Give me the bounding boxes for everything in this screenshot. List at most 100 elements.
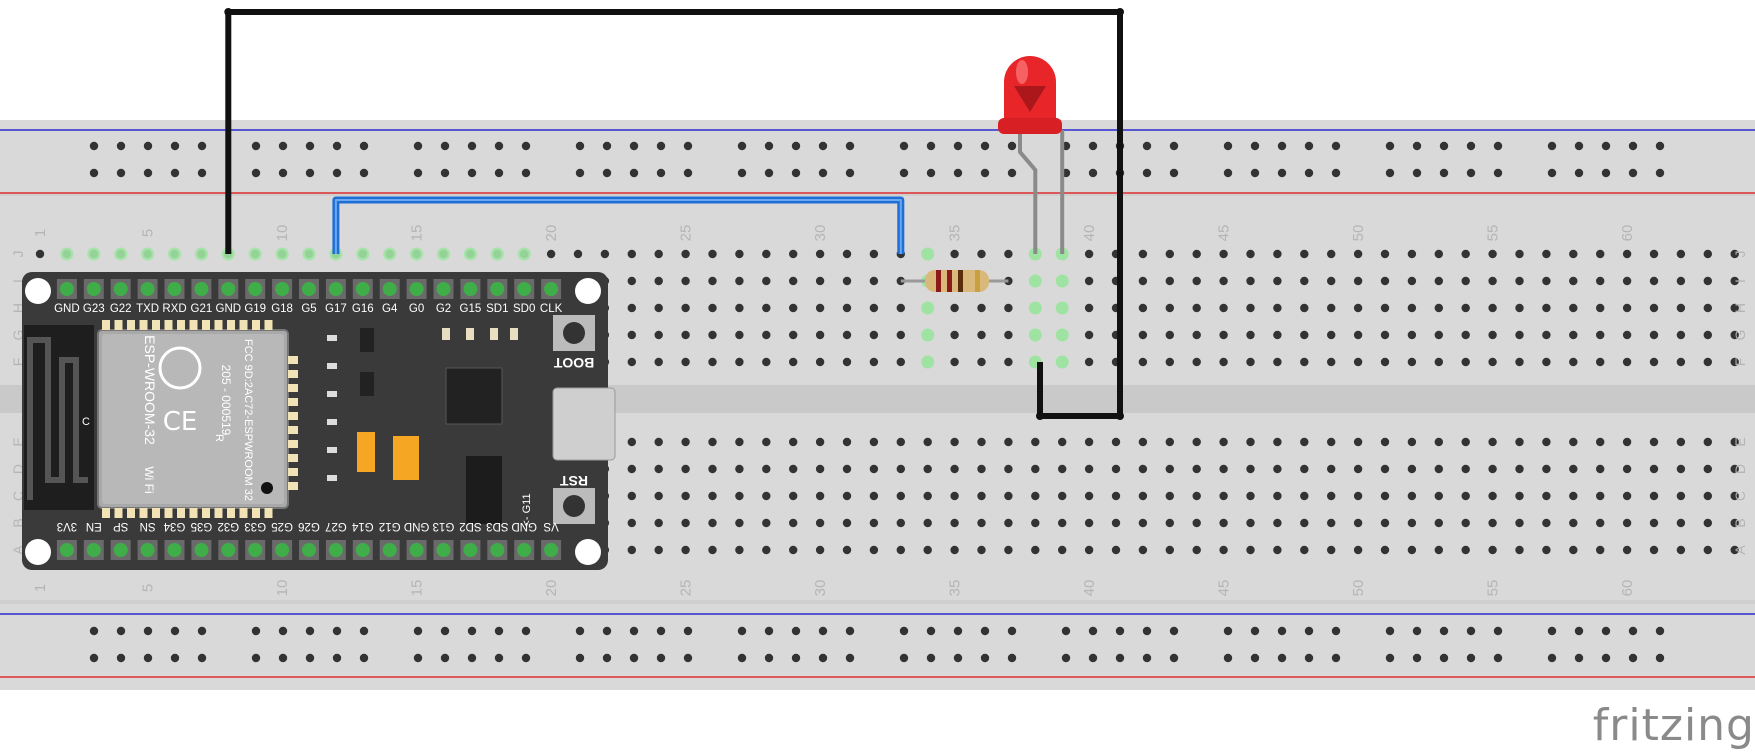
module-pad [288, 398, 298, 406]
connected-hole [1055, 301, 1069, 315]
column-number: 30 [812, 225, 829, 242]
rail-hole [1250, 653, 1260, 663]
breadboard-hole [1434, 437, 1444, 447]
connected-hole [302, 247, 316, 261]
rail-hole [89, 653, 99, 663]
rail-hole [845, 141, 855, 151]
pin-header [355, 543, 370, 557]
rail-hole [1439, 141, 1449, 151]
breadboard-hole [1138, 437, 1148, 447]
breadboard-hole [815, 249, 825, 259]
breadboard-hole [1111, 545, 1121, 555]
breadboard-hole [1058, 545, 1067, 555]
module-pad [164, 508, 173, 518]
rail-hole [1655, 653, 1665, 663]
row-letter: J [1732, 251, 1748, 258]
registered-mark: R [213, 434, 225, 442]
breadboard-hole [1569, 491, 1578, 501]
row-letter: C [1732, 491, 1748, 501]
breadboard-hole [1300, 330, 1309, 340]
rail-hole [494, 653, 504, 663]
module-pad [227, 320, 235, 330]
breadboard-hole [1165, 491, 1175, 501]
breadboard-hole [1703, 330, 1713, 340]
rail-hole [1304, 168, 1314, 178]
rail-hole [1493, 168, 1503, 178]
pin-label: G4 [382, 303, 398, 315]
breadboard-hole [1703, 276, 1713, 286]
rail-hole [1007, 626, 1017, 636]
breadboard-hole [896, 491, 905, 501]
breadboard-hole [977, 330, 986, 340]
breadboard-hole [1138, 303, 1148, 313]
ce-mark: CE [163, 407, 198, 437]
breadboard-hole [1407, 491, 1417, 501]
module-pad [164, 320, 173, 330]
breadboard-hole [1676, 518, 1686, 528]
breadboard-hole [1461, 303, 1470, 313]
breadboard-hole [1703, 437, 1713, 447]
rail-hole [1574, 653, 1584, 663]
row-letter: I [10, 279, 26, 283]
breadboard-hole [1596, 249, 1605, 259]
breadboard-hole [789, 330, 798, 340]
breadboard-hole [1031, 437, 1040, 447]
pin-label: CLK [540, 303, 563, 315]
smd-part [327, 447, 337, 453]
pin-header [86, 282, 101, 296]
breadboard-hole [896, 518, 905, 528]
breadboard-hole [708, 357, 717, 367]
jumper-wire-gnd [225, 9, 1123, 419]
rail-hole [1250, 168, 1260, 178]
breadboard-hole [1004, 464, 1013, 474]
breadboard-hole [1327, 491, 1336, 501]
rail-hole [575, 626, 585, 636]
breadboard-hole [1138, 276, 1148, 286]
rail-hole [953, 653, 963, 663]
breadboard-hole [627, 303, 636, 313]
breadboard-hole [1380, 330, 1390, 340]
breadboard-hole [762, 330, 771, 340]
breadboard-hole [1649, 276, 1659, 286]
breadboard-hole [1461, 491, 1470, 501]
module-dot [261, 482, 273, 494]
pin-label: G27 [325, 520, 347, 532]
breadboard-hole [1004, 545, 1013, 555]
rail-hole [737, 653, 747, 663]
jumper-wire-blue-highlight [334, 199, 902, 254]
rail-hole [1142, 653, 1152, 663]
breadboard-hole [1569, 518, 1578, 528]
breadboard-hole [896, 357, 905, 367]
breadboard-hole [1434, 518, 1444, 528]
breadboard-hole [1084, 437, 1094, 447]
rail-hole [359, 141, 369, 151]
tantalum-capacitor [393, 436, 419, 480]
breadboard-hole [1327, 545, 1336, 555]
rail-hole [1142, 168, 1152, 178]
connected-hole [1055, 355, 1069, 369]
column-number: 25 [678, 225, 695, 242]
rail-hole [413, 653, 423, 663]
pin-label: G18 [271, 303, 293, 315]
breadboard-hole [1730, 437, 1739, 447]
breadboard-hole [627, 249, 636, 259]
breadboard-hole [1542, 518, 1551, 528]
breadboard-hole [1031, 464, 1040, 474]
breadboard-hole [1569, 249, 1578, 259]
pin-label: G5 [301, 303, 316, 315]
breadboard-hole [1542, 357, 1551, 367]
wire-bend [1036, 412, 1044, 420]
breadboard-hole [1515, 518, 1524, 528]
breadboard-hole [869, 276, 879, 286]
rail-hole [116, 626, 126, 636]
pin-header [382, 282, 397, 296]
breadboard-hole [1192, 437, 1201, 447]
breadboard-hole [1084, 303, 1094, 313]
pin-header [436, 543, 451, 557]
breadboard-hole [1219, 276, 1228, 286]
breadboard-hole [627, 330, 636, 340]
rail-hole [467, 626, 477, 636]
rail-hole [764, 653, 774, 663]
breadboard-hole [708, 518, 717, 528]
pin-label: G0 [409, 303, 424, 315]
